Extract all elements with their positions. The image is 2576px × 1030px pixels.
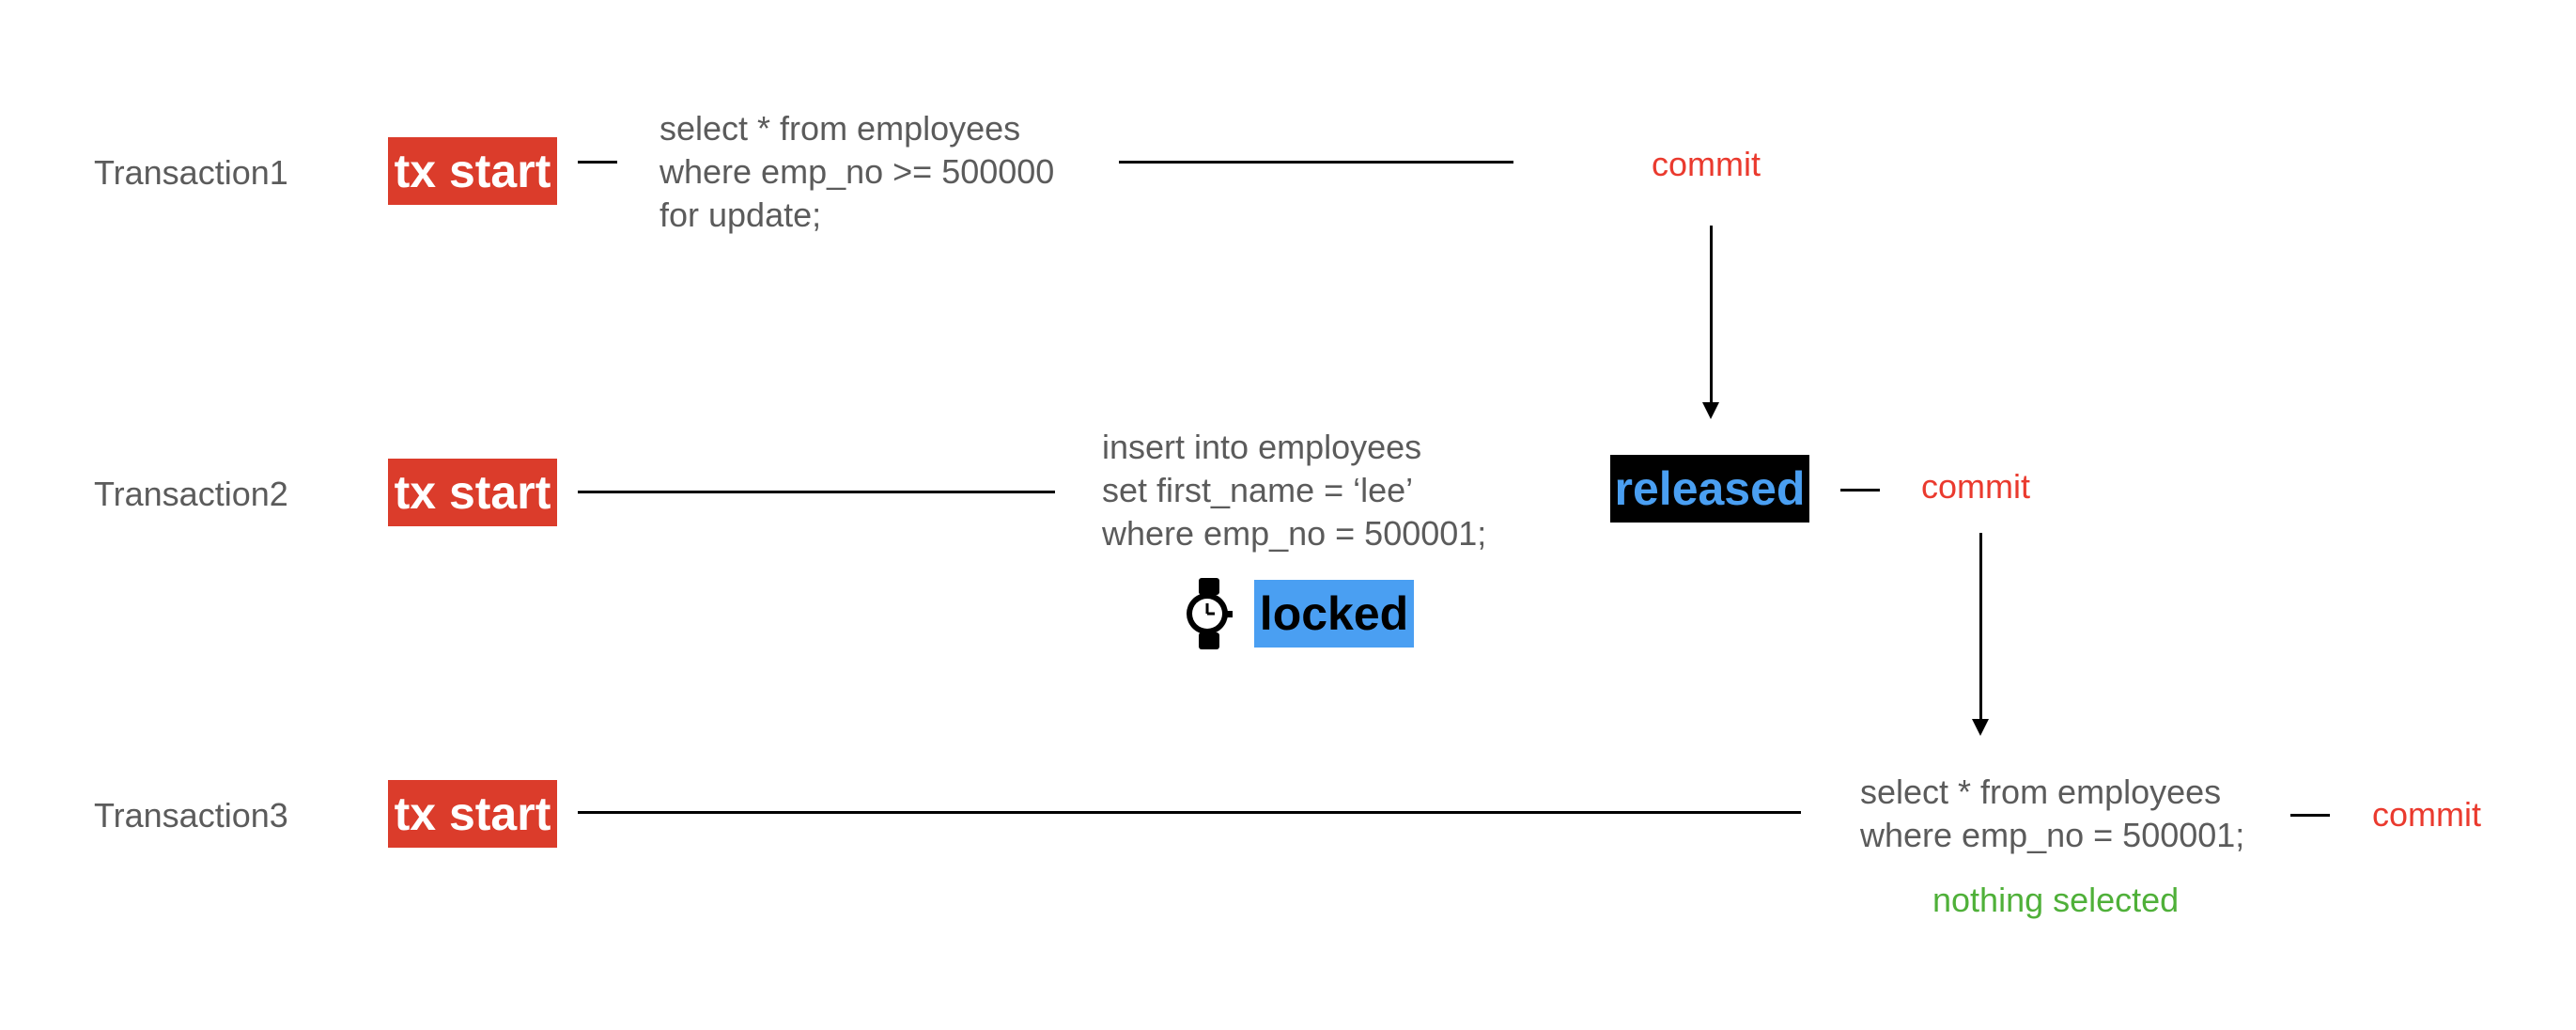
tx3-timeline — [578, 811, 1801, 814]
tx1-commit-label: commit — [1652, 145, 1761, 183]
tx2-start-badge: tx start — [388, 459, 557, 526]
tx1-sql-line-3: for update; — [660, 195, 822, 234]
tx2-timeline — [578, 491, 1055, 493]
tx1-release-arrow-line — [1710, 226, 1713, 404]
tx3-sql-line-1: select * from employees — [1860, 772, 2222, 811]
tx1-sql: select * from employees where emp_no >= … — [660, 107, 1054, 237]
tx2-sql-line-1: insert into employees — [1102, 428, 1422, 466]
tx3-start-badge: tx start — [388, 780, 557, 848]
watch-icon — [1186, 578, 1233, 649]
nothing-selected-result: nothing selected — [1932, 881, 2180, 919]
tx2-connector — [1840, 489, 1880, 492]
released-badge: released — [1610, 455, 1809, 523]
tx2-sql-line-3: where emp_no = 500001; — [1102, 514, 1487, 553]
transaction2-label: Transaction2 — [94, 475, 288, 513]
tx2-sql: insert into employees set first_name = ‘… — [1102, 426, 1486, 555]
tx2-sql-line-2: set first_name = ‘lee’ — [1102, 471, 1414, 509]
transaction3-label: Transaction3 — [94, 796, 288, 835]
tx1-timeline — [1119, 161, 1513, 164]
tx1-connector — [578, 161, 617, 164]
tx3-connector — [2290, 814, 2330, 817]
locked-badge: locked — [1254, 580, 1414, 648]
tx1-release-arrow-head — [1702, 402, 1719, 419]
tx1-sql-line-1: select * from employees — [660, 109, 1021, 148]
tx1-sql-line-2: where emp_no >= 500000 — [660, 152, 1055, 191]
tx3-commit-label: commit — [2372, 795, 2481, 834]
tx3-sql-line-2: where emp_no = 500001; — [1860, 816, 2245, 854]
tx2-commit-label: commit — [1921, 467, 2030, 506]
tx1-start-badge: tx start — [388, 137, 557, 205]
tx2-commit-arrow-head — [1972, 719, 1989, 736]
tx2-commit-arrow-line — [1979, 533, 1982, 721]
transaction1-label: Transaction1 — [94, 153, 288, 192]
tx3-sql: select * from employees where emp_no = 5… — [1860, 771, 2244, 857]
